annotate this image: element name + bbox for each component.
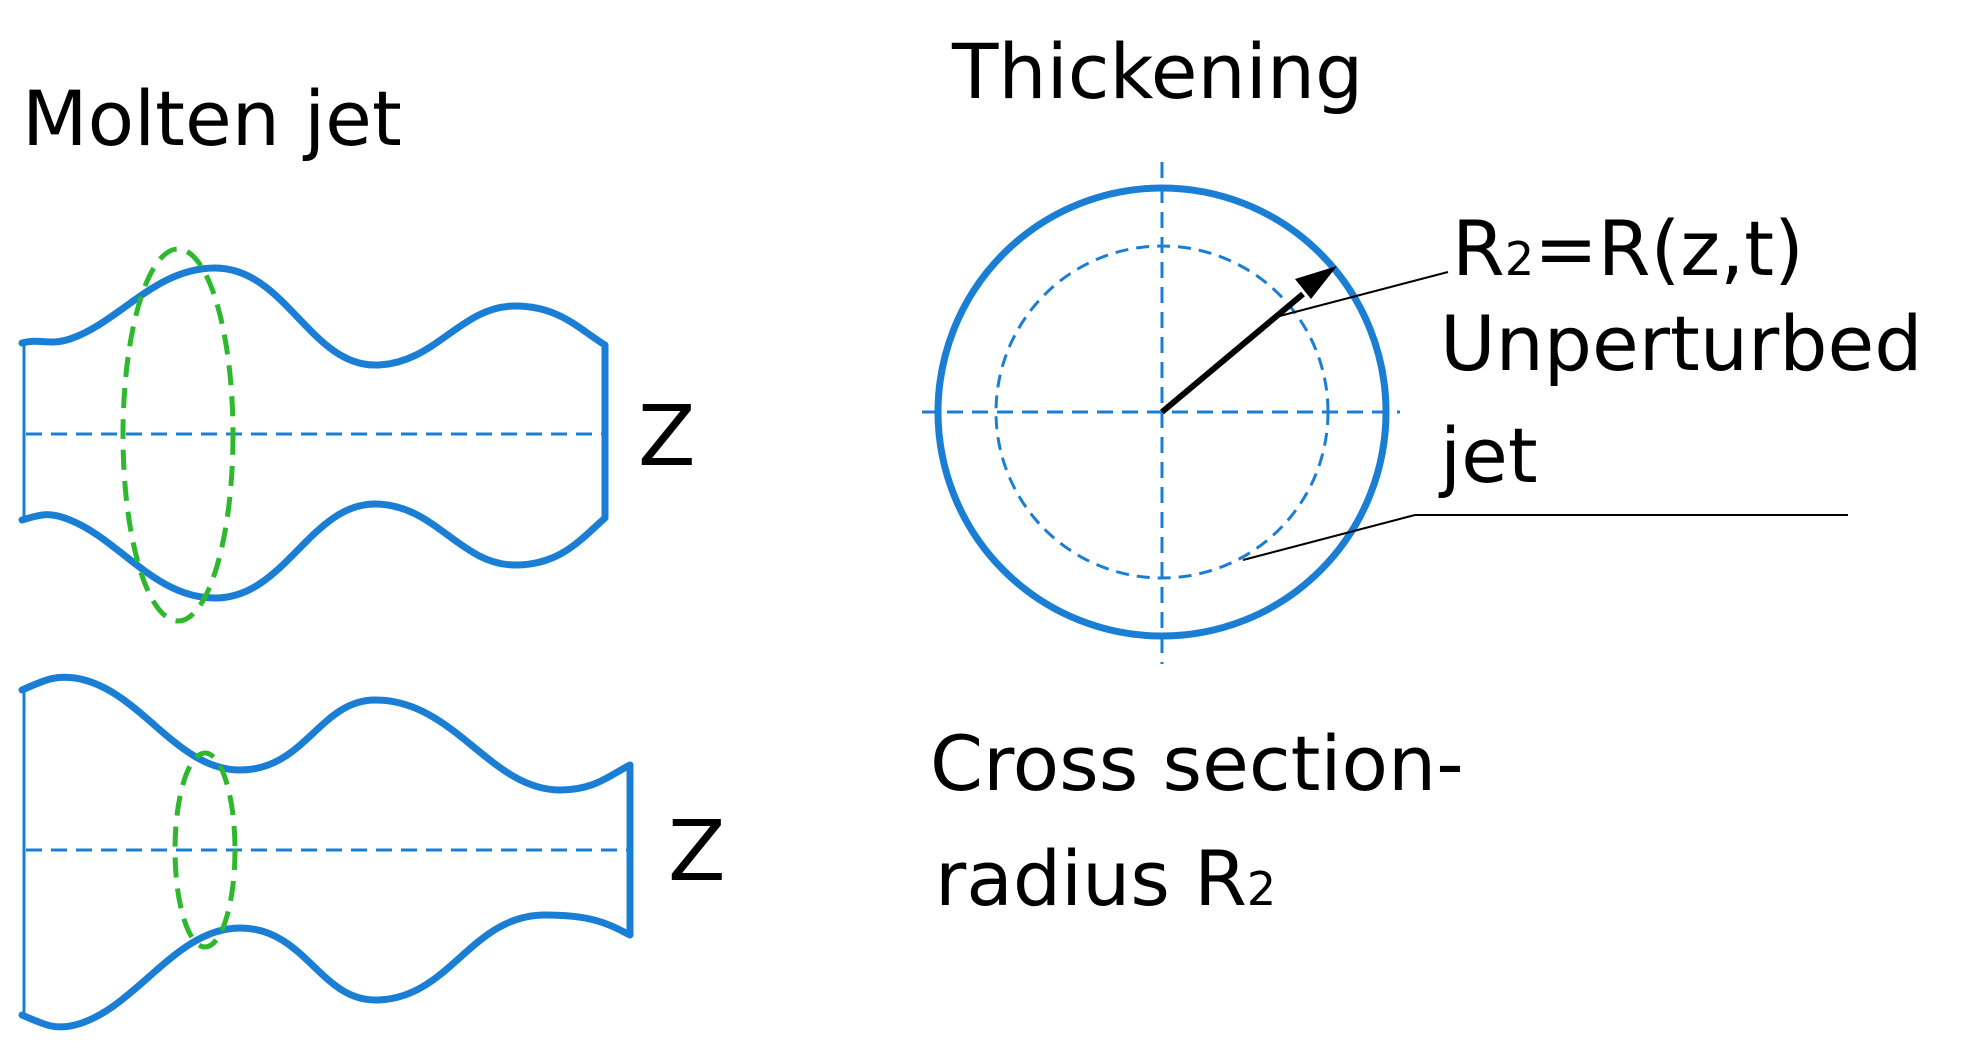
molten-jet-label: Molten jet [22,74,402,163]
radius-arrowhead [1295,266,1337,299]
bottom-jet: Z [18,673,726,1031]
top-jet-perturbation-ring [120,246,236,624]
radius-equation-subscript: 2 [1505,232,1534,286]
cross-section [922,162,1848,664]
unperturbed-leader-line [1242,514,1416,561]
top-jet-upper-profile [18,264,609,369]
top-jet: Z [18,246,696,624]
cross-section-label-line1: Cross section- [930,719,1464,808]
unperturbed-label-line2: jet [1438,411,1538,500]
cross-section-label-line2: radius R2 [935,834,1276,923]
radius-equation-r: R [1452,204,1505,293]
radius-arrow-shaft [1160,291,1305,415]
bottom-jet-lower-profile [18,911,634,1031]
top-jet-lower-profile [18,500,609,602]
bottom-jet-upper-profile [18,673,634,794]
z-axis-label-top: Z [638,387,696,485]
bottom-jet-perturbation-ring [172,750,238,950]
radius-equation-rest: =R(z,t) [1534,204,1804,293]
radius-leader-line [1271,271,1449,319]
radius-equation-label: R2=R(z,t) [1452,204,1804,293]
z-axis-label-bottom: Z [668,802,726,900]
thickening-label: Thickening [951,27,1363,116]
cross-section-label-line2-main: radius R [935,834,1247,923]
cross-section-label-line2-subscript: 2 [1247,862,1276,916]
unperturbed-label-line1: Unperturbed [1440,299,1923,388]
